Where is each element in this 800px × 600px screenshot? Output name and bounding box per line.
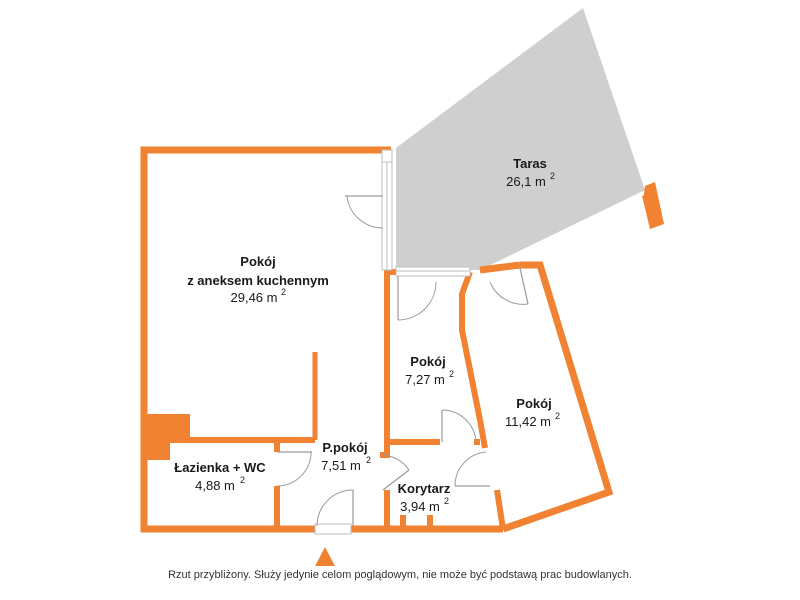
room-area-unit-sup: 2 bbox=[444, 496, 449, 506]
entrance-arrow-icon bbox=[315, 547, 335, 566]
room-name: Pokój bbox=[516, 396, 551, 411]
room-label-hall: P.pokój 7,51 m 2 bbox=[321, 440, 371, 473]
door-small-room bbox=[441, 409, 477, 443]
room-name: Pokój bbox=[240, 254, 275, 269]
room-label-small-room: Pokój 7,27 m 2 bbox=[405, 354, 454, 387]
room-name: Korytarz bbox=[398, 481, 451, 496]
room-name: P.pokój bbox=[322, 440, 367, 455]
room-name: Taras bbox=[513, 156, 547, 171]
room-area: 4,88 m bbox=[195, 478, 235, 493]
door-small-room-terrace bbox=[397, 276, 437, 321]
room-label-terrace: Taras 26,1 m 2 bbox=[506, 156, 555, 189]
room-area: 26,1 m bbox=[506, 174, 546, 189]
door-angled-room-terrace bbox=[489, 267, 529, 305]
room-area: 7,27 m bbox=[405, 372, 445, 387]
door-terrace bbox=[345, 195, 384, 229]
inner-walls bbox=[147, 150, 506, 530]
room-area-unit-sup: 2 bbox=[550, 171, 555, 181]
door-angled-room bbox=[454, 451, 490, 487]
windows bbox=[314, 149, 471, 535]
room-name: Łazienka + WC bbox=[174, 460, 266, 475]
room-area-unit-sup: 2 bbox=[281, 287, 286, 297]
door-hall-corridor bbox=[382, 454, 410, 491]
room-area-unit-sup: 2 bbox=[449, 369, 454, 379]
room-name: Pokój bbox=[410, 354, 445, 369]
room-area: 11,42 m bbox=[505, 414, 551, 429]
room-name-line2: z aneksem kuchennym bbox=[187, 273, 329, 288]
door-entrance bbox=[316, 489, 354, 527]
room-label-living: Pokój z aneksem kuchennym 29,46 m 2 bbox=[187, 254, 329, 305]
room-area: 7,51 m bbox=[321, 458, 361, 473]
room-area-unit-sup: 2 bbox=[240, 475, 245, 485]
terrace-area bbox=[396, 8, 645, 270]
door-bathroom bbox=[276, 451, 312, 487]
room-area: 3,94 m bbox=[400, 499, 440, 514]
room-area: 29,46 m bbox=[231, 290, 278, 305]
room-area-unit-sup: 2 bbox=[555, 411, 560, 421]
room-label-bathroom: Łazienka + WC 4,88 m 2 bbox=[174, 460, 266, 493]
room-label-angled-room: Pokój 11,42 m 2 bbox=[505, 396, 560, 429]
disclaimer-text: Rzut przybliżony. Służy jedynie celom po… bbox=[168, 569, 632, 581]
room-label-corridor: Korytarz 3,94 m 2 bbox=[398, 481, 451, 514]
doors bbox=[276, 195, 529, 527]
room-area-unit-sup: 2 bbox=[366, 455, 371, 465]
